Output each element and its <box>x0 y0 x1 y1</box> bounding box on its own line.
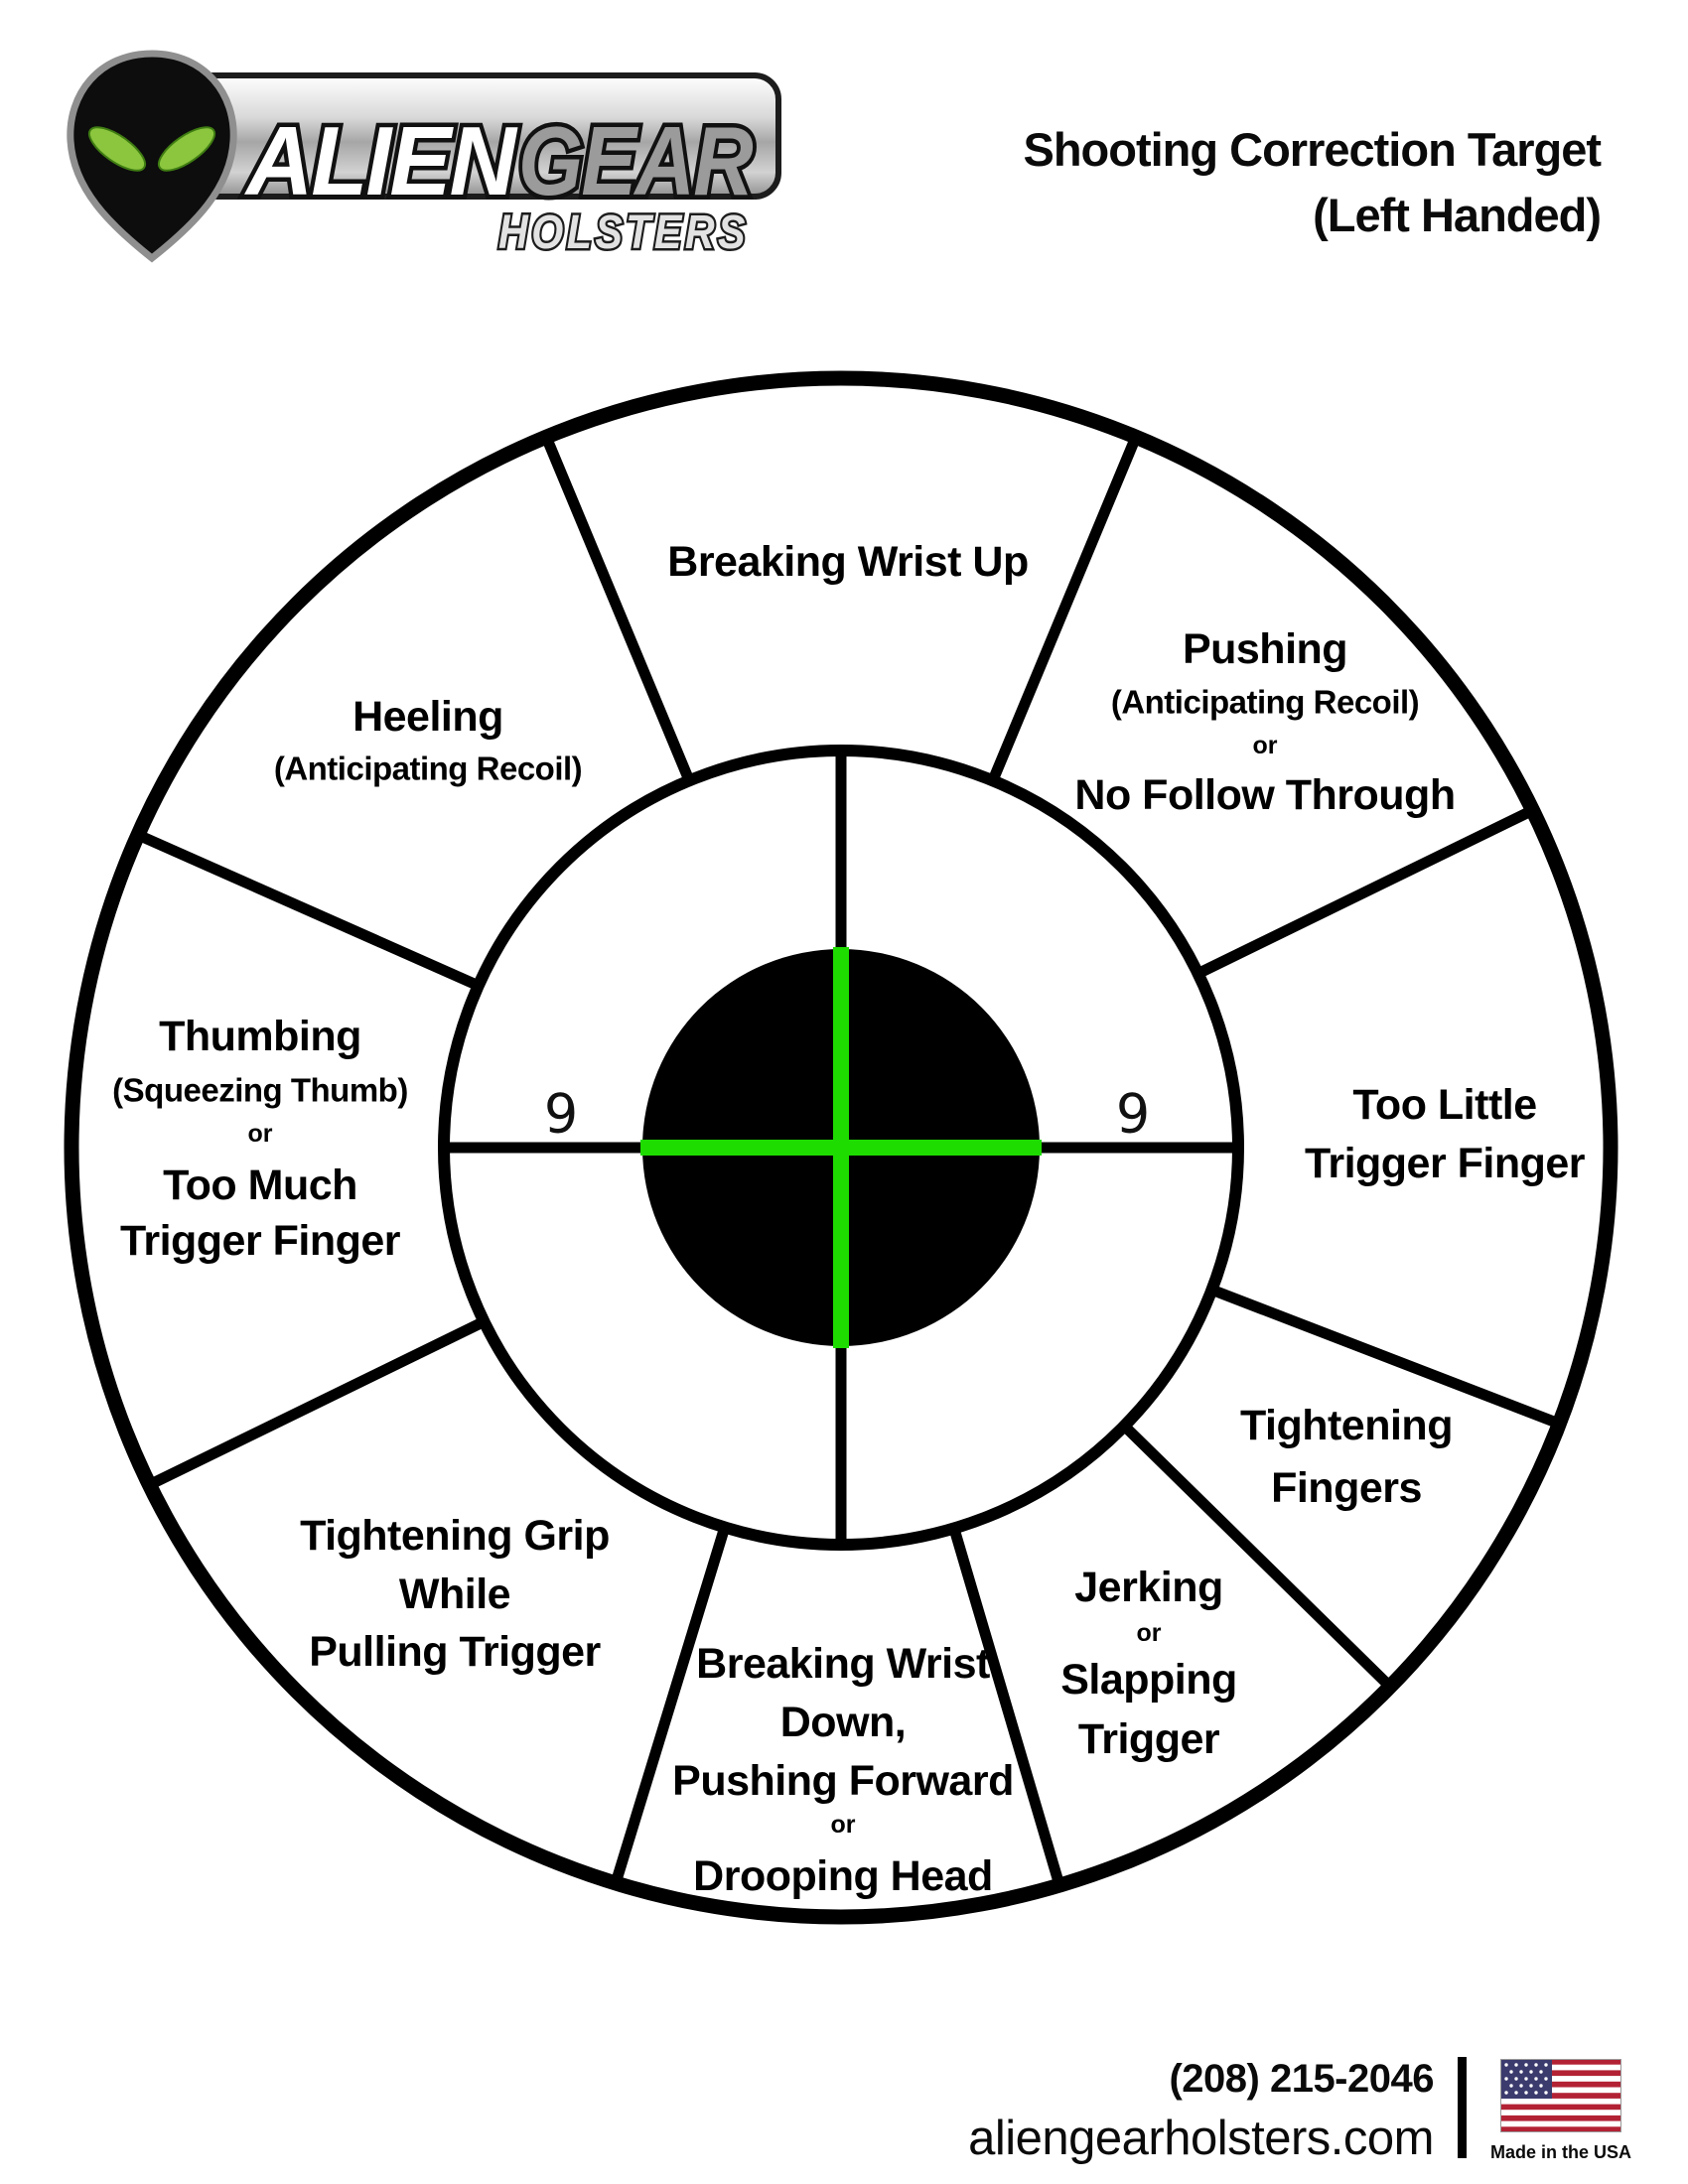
section-label-thumbing: Thumbing (Squeezing Thumb) or Too Much T… <box>112 1013 408 1265</box>
label-line: Slapping <box>1060 1656 1237 1704</box>
alien-right-eye <box>157 126 216 172</box>
wedge-divider <box>610 1525 731 1885</box>
label-line: Pushing Forward <box>672 1757 1014 1805</box>
wedge-divider <box>540 434 695 783</box>
footer-phone: (208) 215-2046 <box>1169 2057 1434 2101</box>
wedge-divider <box>1195 805 1536 979</box>
label-line: Too Little <box>1352 1081 1536 1129</box>
label-line: Trigger Finger <box>1305 1140 1586 1187</box>
score-9-left: 9 <box>544 1083 578 1146</box>
section-label-tightening-grip: Tightening Grip While Pulling Trigger <box>300 1512 610 1676</box>
label-line: Trigger <box>1078 1715 1220 1763</box>
label-line: Fingers <box>1271 1464 1422 1512</box>
logo-text-alien: ALIEN <box>243 106 518 215</box>
label-line: Drooping Head <box>693 1852 993 1900</box>
label-line: Thumbing <box>159 1013 361 1060</box>
footer-website: aliengearholsters.com <box>968 2112 1434 2165</box>
label-line: or <box>248 1120 273 1148</box>
title-line-1: Shooting Correction Target <box>1023 123 1602 176</box>
label-line: (Anticipating Recoil) <box>1111 684 1419 721</box>
section-label-breaking-wrist-up: Breaking Wrist Up <box>667 538 1029 586</box>
label-line: Pushing <box>1183 625 1347 673</box>
alien-head-shape <box>67 50 237 263</box>
section-label-jerking-or-slapping-trigger: Jerking or Slapping Trigger <box>1060 1564 1237 1763</box>
section-label-breaking-wrist-down: Breaking Wrist Down, Pushing Forward or … <box>672 1640 1014 1900</box>
label-line: Breaking Wrist <box>696 1640 990 1688</box>
flag-stars <box>1504 2063 1548 2095</box>
flag-stripes <box>1500 2064 1621 2127</box>
alien-left-eye <box>87 126 147 172</box>
logo-text-gear: GEAR <box>518 106 754 215</box>
wedge-divider <box>1209 1284 1561 1430</box>
section-labels: Breaking Wrist Up Pushing (Anticipating … <box>112 538 1586 1900</box>
label-line: (Anticipating Recoil) <box>274 751 582 787</box>
wedge-divider <box>146 1316 488 1490</box>
section-label-tightening-fingers: Tightening Fingers <box>1240 1402 1453 1512</box>
wedge-divider <box>135 829 482 992</box>
label-line: Heeling <box>352 693 503 741</box>
logo-text-holsters: HOLSTERS <box>498 206 749 259</box>
label-line: Tightening <box>1240 1402 1453 1449</box>
section-label-heeling: Heeling (Anticipating Recoil) <box>274 693 583 787</box>
label-line: or <box>831 1811 856 1839</box>
label-line: or <box>1137 1619 1162 1647</box>
section-label-too-little-trigger-finger: Too Little Trigger Finger <box>1305 1081 1586 1187</box>
label-line: Pulling Trigger <box>309 1628 601 1676</box>
us-flag-icon <box>1500 2059 1621 2132</box>
footer-divider-bar <box>1458 2057 1467 2158</box>
wedge-divider <box>948 1527 1065 1887</box>
wedge-divider <box>1120 1422 1394 1691</box>
label-line: Trigger Finger <box>120 1217 401 1265</box>
flag-border <box>1500 2059 1621 2132</box>
label-line: (Squeezing Thumb) <box>112 1072 408 1109</box>
score-9-right: 9 <box>1116 1083 1150 1146</box>
alien-gear-logo: ALIEN GEAR HOLSTERS <box>67 50 781 263</box>
title-line-2: (Left Handed) <box>1313 189 1602 241</box>
wedge-divider <box>987 434 1142 783</box>
label-line: Too Much <box>163 1161 357 1209</box>
label-line: While <box>399 1570 510 1618</box>
label-line: Jerking <box>1074 1564 1222 1611</box>
label-line: Breaking Wrist Up <box>667 538 1028 586</box>
crosshair-black-segments <box>446 749 1236 1543</box>
alien-head-icon <box>67 50 237 263</box>
made-in-usa-label: Made in the USA <box>1489 2142 1631 2162</box>
label-line: No Follow Through <box>1074 771 1455 819</box>
wedge-dividers <box>135 434 1561 1887</box>
section-label-pushing: Pushing (Anticipating Recoil) or No Foll… <box>1074 625 1456 819</box>
label-line: Down, <box>780 1699 906 1746</box>
label-line: or <box>1253 732 1278 759</box>
crosshair-green <box>640 947 1042 1348</box>
label-line: Tightening Grip <box>300 1512 610 1560</box>
page-title: Shooting Correction Target (Left Handed) <box>1023 117 1602 248</box>
